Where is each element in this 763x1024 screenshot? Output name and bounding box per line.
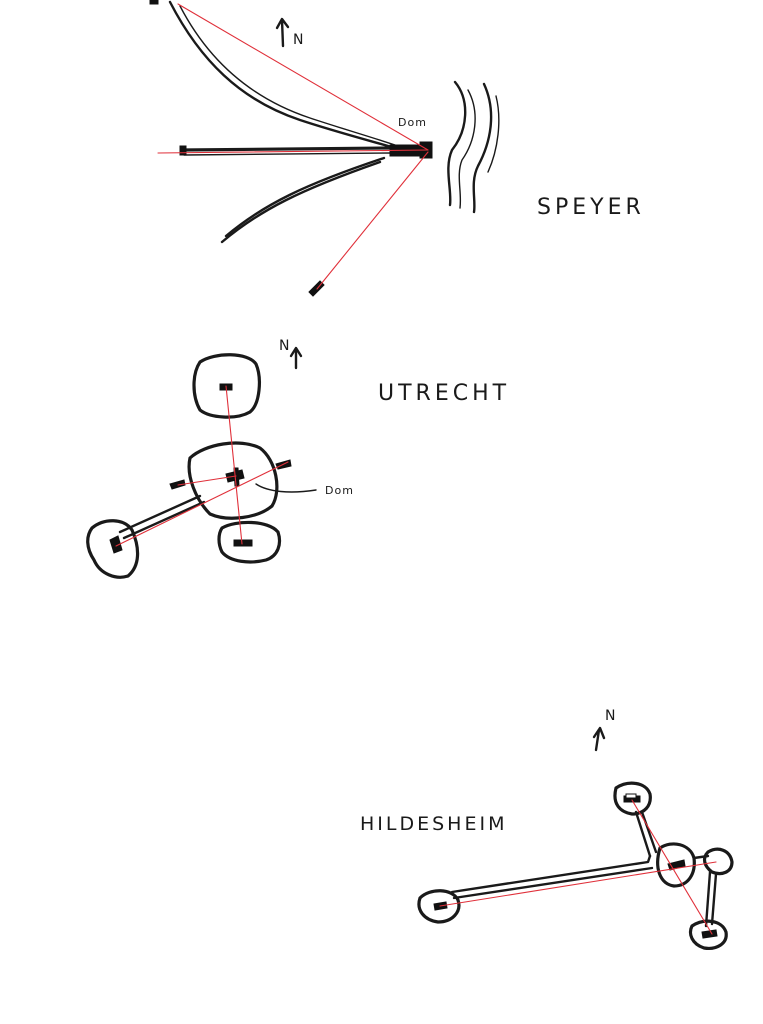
hildesheim-road-north [634, 810, 658, 858]
utrecht-dom-label: Dom [325, 484, 354, 497]
utrecht-title: UTRECHT [378, 381, 510, 406]
hildesheim-road-main [450, 854, 654, 900]
speyer-axis-lines [157, 3, 429, 290]
utrecht-road [118, 494, 206, 540]
speyer-title: SPEYER [537, 195, 645, 220]
utrecht-church-north [192, 353, 261, 419]
north-label: N [293, 32, 305, 48]
speyer-dom-label: Dom [398, 116, 427, 129]
north-label: N [605, 708, 617, 724]
speyer-church-west [179, 145, 187, 156]
hildesheim-axis-lines [439, 799, 717, 935]
utrecht-dom-leader [255, 483, 317, 493]
utrecht-axis-lines [115, 385, 289, 547]
speyer-river [447, 80, 500, 214]
hildesheim-title: HILDESHEIM [360, 813, 507, 835]
hildesheim-church-southeast [688, 919, 728, 950]
utrecht-sketch: N [86, 338, 510, 579]
speyer-road-southwest [220, 156, 386, 244]
north-arrow-icon [275, 17, 290, 48]
hildesheim-church-north [613, 781, 652, 816]
hildesheim-road-east [692, 854, 718, 928]
speyer-sketch: N Dom [149, 0, 645, 297]
hildesheim-sketch: N [360, 708, 734, 950]
speyer-road-west [182, 146, 393, 156]
utrecht-chapel-west [169, 479, 186, 490]
hildesheim-church-east [702, 847, 734, 876]
north-label: N [279, 338, 291, 354]
hildesheim-church-west [417, 889, 461, 924]
utrecht-church-southwest [86, 519, 140, 579]
hildesheim-cathedral [656, 842, 696, 888]
speyer-road-north [168, 0, 399, 150]
north-arrow-icon [289, 346, 303, 370]
utrecht-church-south [217, 520, 282, 564]
speyer-church-north [149, 0, 159, 5]
north-arrow-icon [592, 726, 606, 752]
